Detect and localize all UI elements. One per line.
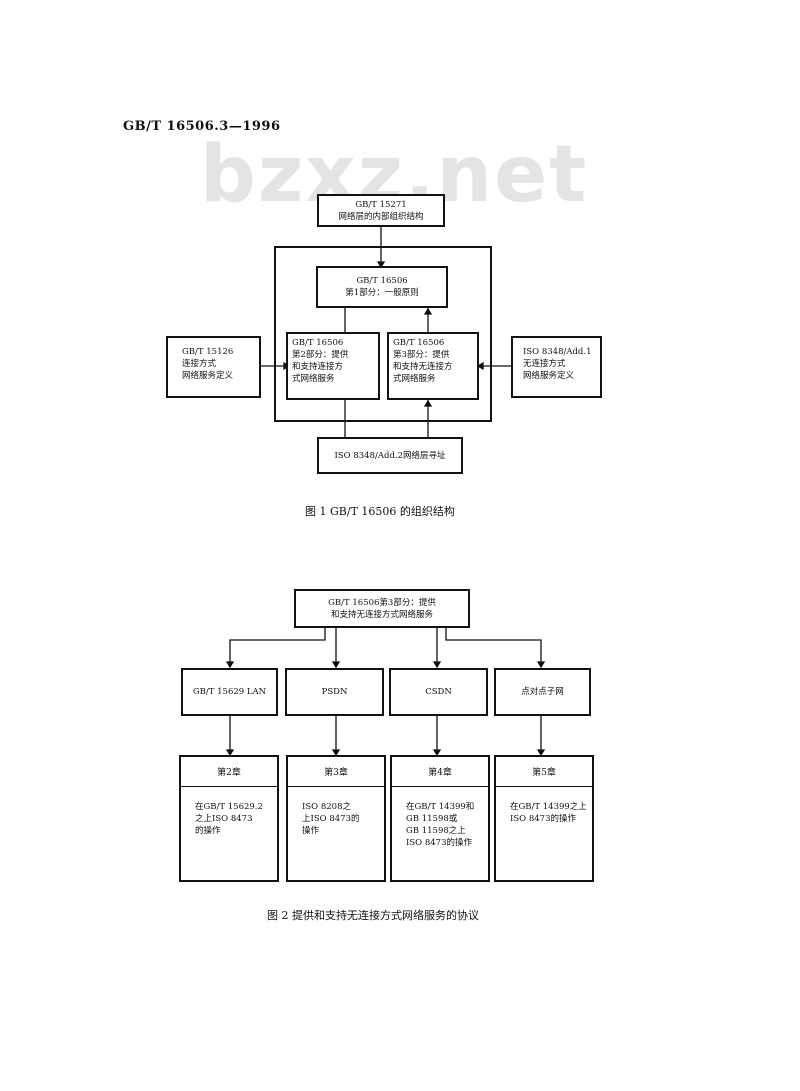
network-box-point-to-point: 点对点子网 [494, 668, 591, 716]
figure1-caption: 图 1 GB/T 16506 的组织结构 [305, 505, 455, 518]
box-iso8348-add1: ISO 8348/Add.1 无连接方式 网络服务定义 [511, 336, 602, 398]
chapter-header-2: 第2章 [179, 755, 279, 787]
box-part2: GB/T 16506 第2部分：提供 和支持连接方 式网络服务 [286, 332, 380, 400]
box-gbt15271: GB/T 15271 网络层的内部组织结构 [317, 194, 445, 227]
network-box-csdn: CSDN [389, 668, 488, 716]
box-iso8348-add2: ISO 8348/Add.2网络层寻址 [317, 437, 463, 474]
chapter-text-2: 在GB/T 15629.2 之上ISO 8473 的操作 [179, 787, 279, 882]
network-box-lan: GB/T 15629 LAN [181, 668, 278, 716]
box-part3-root: GB/T 16506第3部分：提供 和支持无连接方式网络服务 [294, 589, 470, 628]
box-gbt15126: GB/T 15126 连接方式 网络服务定义 [166, 336, 261, 398]
chapter-text-4: 在GB/T 14399和 GB 11598或 GB 11598之上 ISO 84… [390, 787, 490, 882]
chapter-header-5: 第5章 [494, 755, 594, 787]
chapter-text-5: 在GB/T 14399之上 ISO 8473的操作 [494, 787, 594, 882]
chapter-text-3: ISO 8208之 上ISO 8473的 操作 [286, 787, 386, 882]
standard-number: GB/T 16506.3—1996 [123, 119, 281, 134]
figure1-outer-frame [274, 246, 492, 422]
box-part3: GB/T 16506 第3部分：提供 和支持无连接方 式网络服务 [387, 332, 479, 400]
network-box-psdn: PSDN [285, 668, 384, 716]
box-part1: GB/T 16506 第1部分：一般原则 [316, 266, 448, 308]
chapter-header-3: 第3章 [286, 755, 386, 787]
chapter-header-4: 第4章 [390, 755, 490, 787]
figure2-caption: 图 2 提供和支持无连接方式网络服务的协议 [267, 909, 479, 922]
